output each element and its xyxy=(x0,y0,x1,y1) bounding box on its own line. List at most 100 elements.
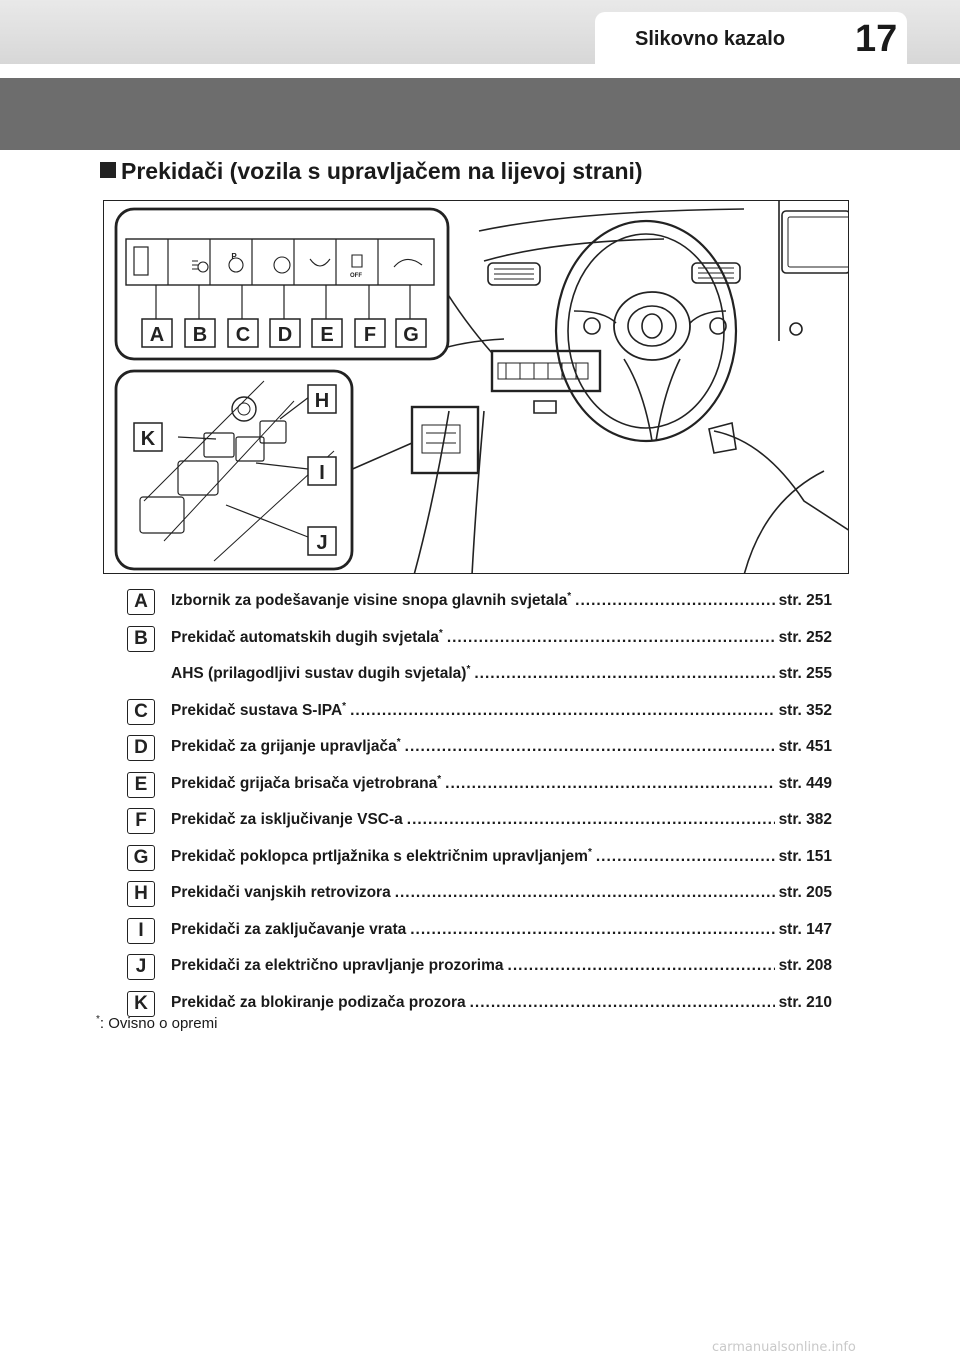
dot-leader xyxy=(508,957,775,975)
entry-text: Prekidač sustava S-IPA xyxy=(171,701,343,719)
heading-square-icon xyxy=(100,162,116,178)
list-entry: Prekidač sustava S-IPA* str. 352 xyxy=(171,701,832,720)
list-entry: AHS (prilagodljivi sustav dugih svjetala… xyxy=(171,664,832,683)
list-item: D Prekidač za grijanje upravljača* str. 4… xyxy=(127,734,832,771)
footnote-mark: * xyxy=(96,1014,100,1025)
dot-leader xyxy=(405,738,775,756)
list-item: C Prekidač sustava S-IPA* str. 352 xyxy=(127,698,832,735)
entry-text: AHS (prilagodljivi sustav dugih svjetala… xyxy=(171,665,467,683)
callout-c: C xyxy=(236,324,250,346)
dot-leader xyxy=(596,848,775,866)
page-reference-link[interactable]: str. 205 xyxy=(778,884,832,902)
entry-text: Prekidači za električno upravljanje proz… xyxy=(171,957,504,975)
off-label: OFF xyxy=(350,273,362,279)
list-item: I Prekidači za zaključavanje vrata str. 1… xyxy=(127,917,832,954)
item-badge: K xyxy=(127,990,155,1017)
page-reference-link[interactable]: str. 352 xyxy=(778,701,832,719)
item-badge: I xyxy=(127,917,155,944)
page-reference-link[interactable]: str. 147 xyxy=(778,920,832,938)
entry-text: Prekidač za grijanje upravljača xyxy=(171,738,397,756)
p-label: P xyxy=(231,252,237,261)
page-reference-link[interactable]: str. 255 xyxy=(778,665,832,683)
entry-asterisk: * xyxy=(567,591,572,602)
list-entry: Prekidač za grijanje upravljača* str. 451 xyxy=(171,737,832,756)
entry-label: Prekidači za električno upravljanje proz… xyxy=(171,956,504,975)
page-reference-link[interactable]: str. 208 xyxy=(778,957,832,975)
page-reference-link[interactable]: str. 252 xyxy=(778,628,832,646)
entry-text: Prekidači za zaključavanje vrata xyxy=(171,920,407,938)
entry-asterisk: * xyxy=(587,846,592,858)
list-item: A Izbornik za podešavanje visine snopa g… xyxy=(127,588,832,625)
page-reference-link[interactable]: str. 210 xyxy=(778,993,832,1011)
page-reference-link[interactable]: str. 251 xyxy=(778,592,832,610)
entry-label: Prekidači za zaključavanje vrata xyxy=(171,920,406,939)
callout-a: A xyxy=(150,324,164,346)
dot-leader xyxy=(474,665,774,683)
page-reference-link[interactable]: str. 449 xyxy=(778,774,832,792)
dot-leader xyxy=(445,775,774,793)
page-reference-link[interactable]: str. 451 xyxy=(778,738,832,756)
entry-text: Prekidači vanjskih retrovizora xyxy=(171,884,391,902)
entry-asterisk: * xyxy=(396,737,401,748)
entry-asterisk: * xyxy=(438,627,443,639)
entry-label: Prekidač sustava S-IPA* xyxy=(171,701,346,720)
list-item: B Prekidač automatskih dugih svjetala*st… xyxy=(127,625,832,662)
item-badge: G xyxy=(127,844,155,871)
callout-d: D xyxy=(278,324,292,346)
entry-label: Prekidač poklopca prtljažnika s električ… xyxy=(171,847,592,866)
callout-i: I xyxy=(319,462,325,484)
entry-asterisk: * xyxy=(342,700,347,712)
callout-k: K xyxy=(141,428,156,450)
list-item: J Prekidači za električno upravljanje pr… xyxy=(127,953,832,990)
watermark-link[interactable]: carmanualsonline.info xyxy=(712,1340,856,1355)
list-entry: Prekidač poklopca prtljažnika s električ… xyxy=(171,847,832,866)
page-reference-link[interactable]: str. 382 xyxy=(778,811,832,829)
list-item: K Prekidač za blokiranje podizača prozor… xyxy=(127,990,832,1027)
list-entry: Prekidač za isključivanje VSC-a str. 382 xyxy=(171,810,832,829)
list-entry: Prekidač grijača brisača vjetrobrana* str… xyxy=(171,774,832,793)
list-entry: Prekidač za blokiranje podizača prozora s… xyxy=(171,993,832,1012)
item-badge: D xyxy=(127,735,155,761)
entry-label: Prekidač grijača brisača vjetrobrana* xyxy=(171,774,441,793)
dot-leader xyxy=(407,811,775,829)
item-badge: C xyxy=(127,698,155,725)
callout-b: B xyxy=(193,324,207,346)
entry-label: AHS (prilagodljivi sustav dugih svjetala… xyxy=(171,664,470,683)
list-item: AHS (prilagodljivi sustav dugih svjetala… xyxy=(127,661,832,698)
entry-text: Prekidač za isključivanje VSC-a xyxy=(171,811,403,829)
entry-asterisk: * xyxy=(437,773,442,785)
dot-leader xyxy=(470,994,775,1012)
callout-f: F xyxy=(364,324,376,346)
entry-text: Prekidač za blokiranje podizača prozora xyxy=(171,993,466,1011)
list-entry: Prekidači vanjskih retrovizora str. 205 xyxy=(171,883,832,902)
entry-asterisk: * xyxy=(466,664,471,675)
dot-leader xyxy=(350,702,774,720)
section-band xyxy=(0,78,960,150)
dot-leader xyxy=(575,592,774,610)
list-entry: Prekidači za zaključavanje vrata str. 147 xyxy=(171,920,832,939)
entry-text: Prekidač poklopca prtljažnika s električ… xyxy=(171,847,588,865)
list-item: G Prekidač poklopca prtljažnika s elektr… xyxy=(127,844,832,881)
dashboard-illustration: A B C D E F G H K I J OFF P xyxy=(103,200,849,574)
entry-label: Prekidač za blokiranje podizača prozora xyxy=(171,993,466,1012)
section-heading: Prekidači (vozila s upravljačem na lijev… xyxy=(100,158,643,185)
callout-g: G xyxy=(403,324,419,346)
item-badge: H xyxy=(127,881,155,907)
footnote-text: : Ovisno o opremi xyxy=(99,1015,218,1032)
dashboard-drawing: A B C D E F G H K I J OFF P xyxy=(114,201,848,573)
dot-leader xyxy=(447,629,775,647)
page-reference-link[interactable]: str. 151 xyxy=(778,847,832,865)
callout-j: J xyxy=(316,532,327,554)
footnote: *: Ovisno o opremi xyxy=(96,1014,217,1032)
header-title: Slikovno kazalo xyxy=(635,28,786,50)
dot-leader xyxy=(395,884,775,902)
item-badge: J xyxy=(127,954,155,980)
item-badge: E xyxy=(127,771,155,798)
item-badge: A xyxy=(127,589,155,615)
entry-label: Prekidač za isključivanje VSC-a xyxy=(171,810,403,829)
list-entry: Izbornik za podešavanje visine snopa gla… xyxy=(171,591,832,610)
item-badge: B xyxy=(127,625,155,652)
list-entry: Prekidač automatskih dugih svjetala*str.… xyxy=(171,628,832,647)
list-item: F Prekidač za isključivanje VSC-astr. 38… xyxy=(127,807,832,844)
callout-h: H xyxy=(315,390,329,412)
